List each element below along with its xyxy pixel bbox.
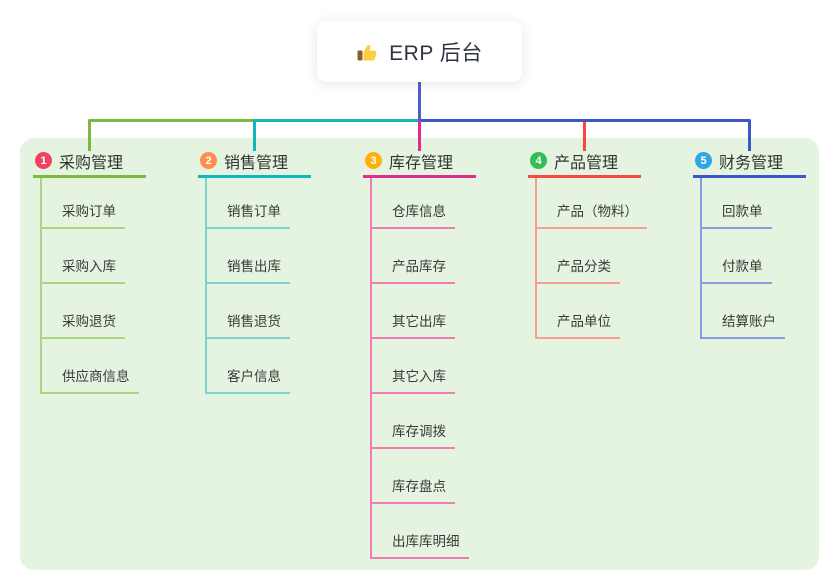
- child-node-label: 采购订单: [42, 200, 125, 229]
- branch-label: 产品管理: [554, 154, 619, 172]
- child-node-label: 产品单位: [537, 310, 620, 339]
- branch-children: 仓库信息产品库存其它出库其它入库库存调拨库存盘点出库库明细: [370, 178, 476, 559]
- branch-children: 采购订单采购入库采购退货供应商信息: [40, 178, 146, 394]
- child-node-label: 结算账户: [702, 310, 785, 339]
- child-node-label: 产品分类: [537, 255, 620, 284]
- child-node-label: 库存调拨: [372, 420, 455, 449]
- branch-node-5[interactable]: 5 财务管理: [693, 149, 806, 178]
- child-node-label: 供应商信息: [42, 365, 139, 394]
- branch-children: 回款单付款单结算账户: [700, 178, 806, 339]
- child-node-label: 销售退货: [207, 310, 290, 339]
- child-node[interactable]: 回款单: [702, 178, 806, 229]
- branch-number-badge: 3: [365, 152, 382, 169]
- child-node[interactable]: 其它出库: [372, 284, 476, 339]
- branch-node-2[interactable]: 2 销售管理: [198, 149, 311, 178]
- branch-3: 3 库存管理仓库信息产品库存其它出库其它入库库存调拨库存盘点出库库明细: [363, 149, 476, 559]
- branch-number-badge: 5: [695, 152, 712, 169]
- child-node[interactable]: 库存盘点: [372, 449, 476, 504]
- child-node[interactable]: 库存调拨: [372, 394, 476, 449]
- child-node[interactable]: 采购入库: [42, 229, 146, 284]
- branch-number-badge: 4: [530, 152, 547, 169]
- branch-5: 5 财务管理回款单付款单结算账户: [693, 149, 806, 339]
- child-node[interactable]: 产品分类: [537, 229, 647, 284]
- child-node-label: 销售订单: [207, 200, 290, 229]
- branch-4: 4 产品管理产品（物料） 产品分类产品单位: [528, 149, 647, 339]
- thumbs-up-icon: [357, 44, 377, 60]
- child-node[interactable]: 采购退货: [42, 284, 146, 339]
- child-node-label: 产品库存: [372, 255, 455, 284]
- branch-label: 库存管理: [389, 154, 454, 172]
- child-node[interactable]: 出库库明细: [372, 504, 476, 559]
- child-node-label: 采购退货: [42, 310, 125, 339]
- child-node[interactable]: 产品库存: [372, 229, 476, 284]
- branch-children: 销售订单销售出库销售退货客户信息: [205, 178, 311, 394]
- child-node[interactable]: 供应商信息: [42, 339, 146, 394]
- child-node[interactable]: 仓库信息: [372, 178, 476, 229]
- root-node-erp[interactable]: ERP 后台: [317, 21, 522, 82]
- branch-2: 2 销售管理销售订单销售出库销售退货客户信息: [198, 149, 311, 394]
- child-node-label: 仓库信息: [372, 200, 455, 229]
- branch-children: 产品（物料） 产品分类产品单位: [535, 178, 647, 339]
- branch-1: 1 采购管理采购订单采购入库采购退货供应商信息: [33, 149, 146, 394]
- root-node-title: ERP 后台: [389, 41, 483, 65]
- child-node-label: 客户信息: [207, 365, 290, 394]
- branch-label: 采购管理: [59, 154, 124, 172]
- child-node-label: 其它入库: [372, 365, 455, 394]
- branches-background-panel: [20, 138, 819, 570]
- branch-number-badge: 2: [200, 152, 217, 169]
- child-node[interactable]: 采购订单: [42, 178, 146, 229]
- child-node[interactable]: 销售退货: [207, 284, 311, 339]
- child-node-label: 采购入库: [42, 255, 125, 284]
- child-node-label: 库存盘点: [372, 475, 455, 504]
- branch-number-badge: 1: [35, 152, 52, 169]
- child-node[interactable]: 产品（物料）: [537, 178, 647, 229]
- child-node-label: 回款单: [702, 200, 772, 229]
- branch-node-4[interactable]: 4 产品管理: [528, 149, 641, 178]
- child-node-label: 产品（物料）: [537, 200, 647, 229]
- child-node-label: 销售出库: [207, 255, 290, 284]
- branch-node-3[interactable]: 3 库存管理: [363, 149, 476, 178]
- child-node[interactable]: 结算账户: [702, 284, 806, 339]
- child-node[interactable]: 其它入库: [372, 339, 476, 394]
- child-node[interactable]: 销售订单: [207, 178, 311, 229]
- child-node-label: 付款单: [702, 255, 772, 284]
- child-node[interactable]: 产品单位: [537, 284, 647, 339]
- branch-node-1[interactable]: 1 采购管理: [33, 149, 146, 178]
- branch-label: 财务管理: [719, 154, 784, 172]
- child-node-label: 出库库明细: [372, 530, 469, 559]
- child-node[interactable]: 销售出库: [207, 229, 311, 284]
- child-node-label: 其它出库: [372, 310, 455, 339]
- branch-label: 销售管理: [224, 154, 289, 172]
- child-node[interactable]: 客户信息: [207, 339, 311, 394]
- child-node[interactable]: 付款单: [702, 229, 806, 284]
